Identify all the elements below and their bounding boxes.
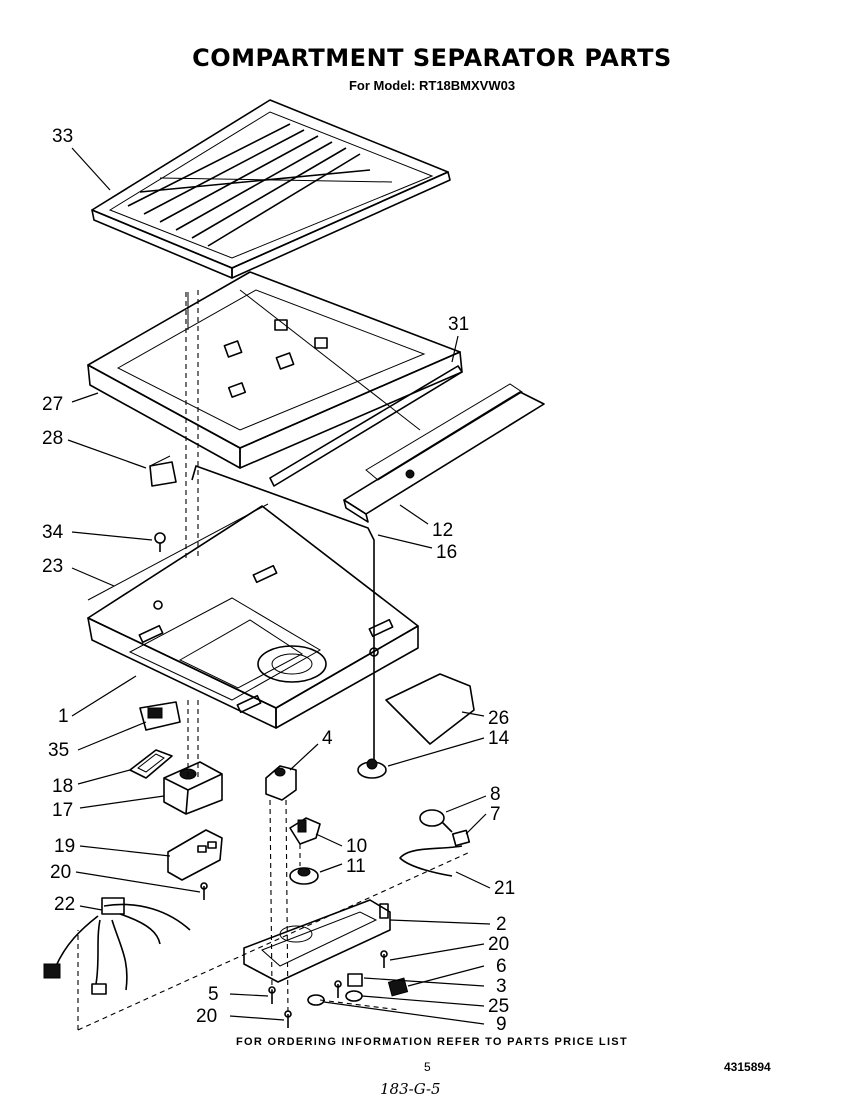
- callout-19: 19: [54, 836, 75, 857]
- part-35-clip: [139, 701, 181, 731]
- document-number: 4315894: [724, 1060, 771, 1074]
- callout-14: 14: [488, 728, 510, 749]
- part-1-separator-housing: [87, 503, 419, 729]
- part-27-frame: [87, 271, 463, 469]
- part-33-grille: [91, 99, 451, 279]
- part-34-screw: [154, 532, 166, 552]
- page-number: 5: [424, 1060, 431, 1074]
- part-3-clip: [347, 973, 363, 987]
- callout-5: 5: [208, 984, 219, 1005]
- leader-lines: [67, 147, 491, 1025]
- callout-11: 11: [346, 856, 366, 877]
- part-28-block: [149, 455, 177, 487]
- part-22-wire-harness: [43, 897, 191, 995]
- diagram-title: COMPARTMENT SEPARATOR PARTS: [192, 44, 672, 72]
- alignment-lines: [77, 290, 471, 1031]
- callout-1: 1: [58, 706, 69, 727]
- part-16-wire: [191, 465, 375, 760]
- callout-27: 27: [42, 394, 63, 415]
- part-26-baffle: [385, 673, 475, 745]
- callout-33: 33: [52, 126, 73, 147]
- callout-23: 23: [42, 556, 63, 577]
- screw-icon: [268, 986, 276, 1004]
- part-18-bezel: [129, 749, 173, 779]
- part-21-wire-lead: [399, 845, 463, 877]
- callout-34: 34: [42, 522, 64, 543]
- callout-17: 17: [52, 800, 73, 821]
- screw-icon: [284, 1010, 292, 1028]
- part-25-grommet: [345, 990, 363, 1002]
- callout-labels: 33 31 27 28 12 34 16 23 1 26 35 4 14 18 …: [42, 126, 515, 1035]
- callout-9: 9: [496, 1014, 507, 1035]
- screw-icon: [200, 882, 208, 900]
- callout-6: 6: [496, 956, 507, 977]
- part-2-base-plate: [243, 899, 391, 983]
- callout-10: 10: [346, 836, 367, 857]
- grille-slat: [127, 123, 291, 207]
- part-10-switch: [289, 817, 321, 845]
- model-subtitle: For Model: RT18BMXVW03: [348, 78, 516, 93]
- callout-20-bottom: 20: [196, 1006, 217, 1027]
- callout-2: 2: [496, 914, 507, 935]
- part-14-grommet: [357, 758, 387, 779]
- callout-25: 25: [488, 996, 509, 1017]
- part-11-button: [289, 867, 319, 885]
- callout-16: 16: [436, 542, 457, 563]
- callout-12: 12: [432, 520, 453, 541]
- callout-21: 21: [494, 878, 515, 899]
- callout-26: 26: [488, 708, 509, 729]
- part-7-socket: [451, 829, 471, 847]
- callout-8: 8: [490, 784, 501, 805]
- part-4-knob: [265, 765, 297, 801]
- part-12-channel: [343, 383, 545, 523]
- screw-icon: [334, 980, 342, 998]
- callout-7: 7: [490, 804, 501, 825]
- callout-18: 18: [52, 776, 73, 797]
- callout-4: 4: [322, 728, 333, 749]
- callout-35: 35: [48, 740, 69, 761]
- callout-20-bracket: 20: [50, 862, 71, 883]
- callout-28: 28: [42, 428, 63, 449]
- part-8-lamp: [419, 809, 453, 833]
- ordering-note: FOR ORDERING INFORMATION REFER TO PARTS …: [236, 1036, 628, 1048]
- part-17-control-housing: [163, 761, 223, 815]
- callout-3: 3: [496, 976, 507, 997]
- part-31-strip: [269, 365, 463, 487]
- handwritten-note: 183-G-5: [380, 1080, 441, 1098]
- callout-22: 22: [54, 894, 75, 915]
- part-19-bracket: [167, 829, 223, 881]
- callout-20-base: 20: [488, 934, 509, 955]
- callout-31: 31: [448, 314, 469, 335]
- screw-icon: [380, 950, 388, 968]
